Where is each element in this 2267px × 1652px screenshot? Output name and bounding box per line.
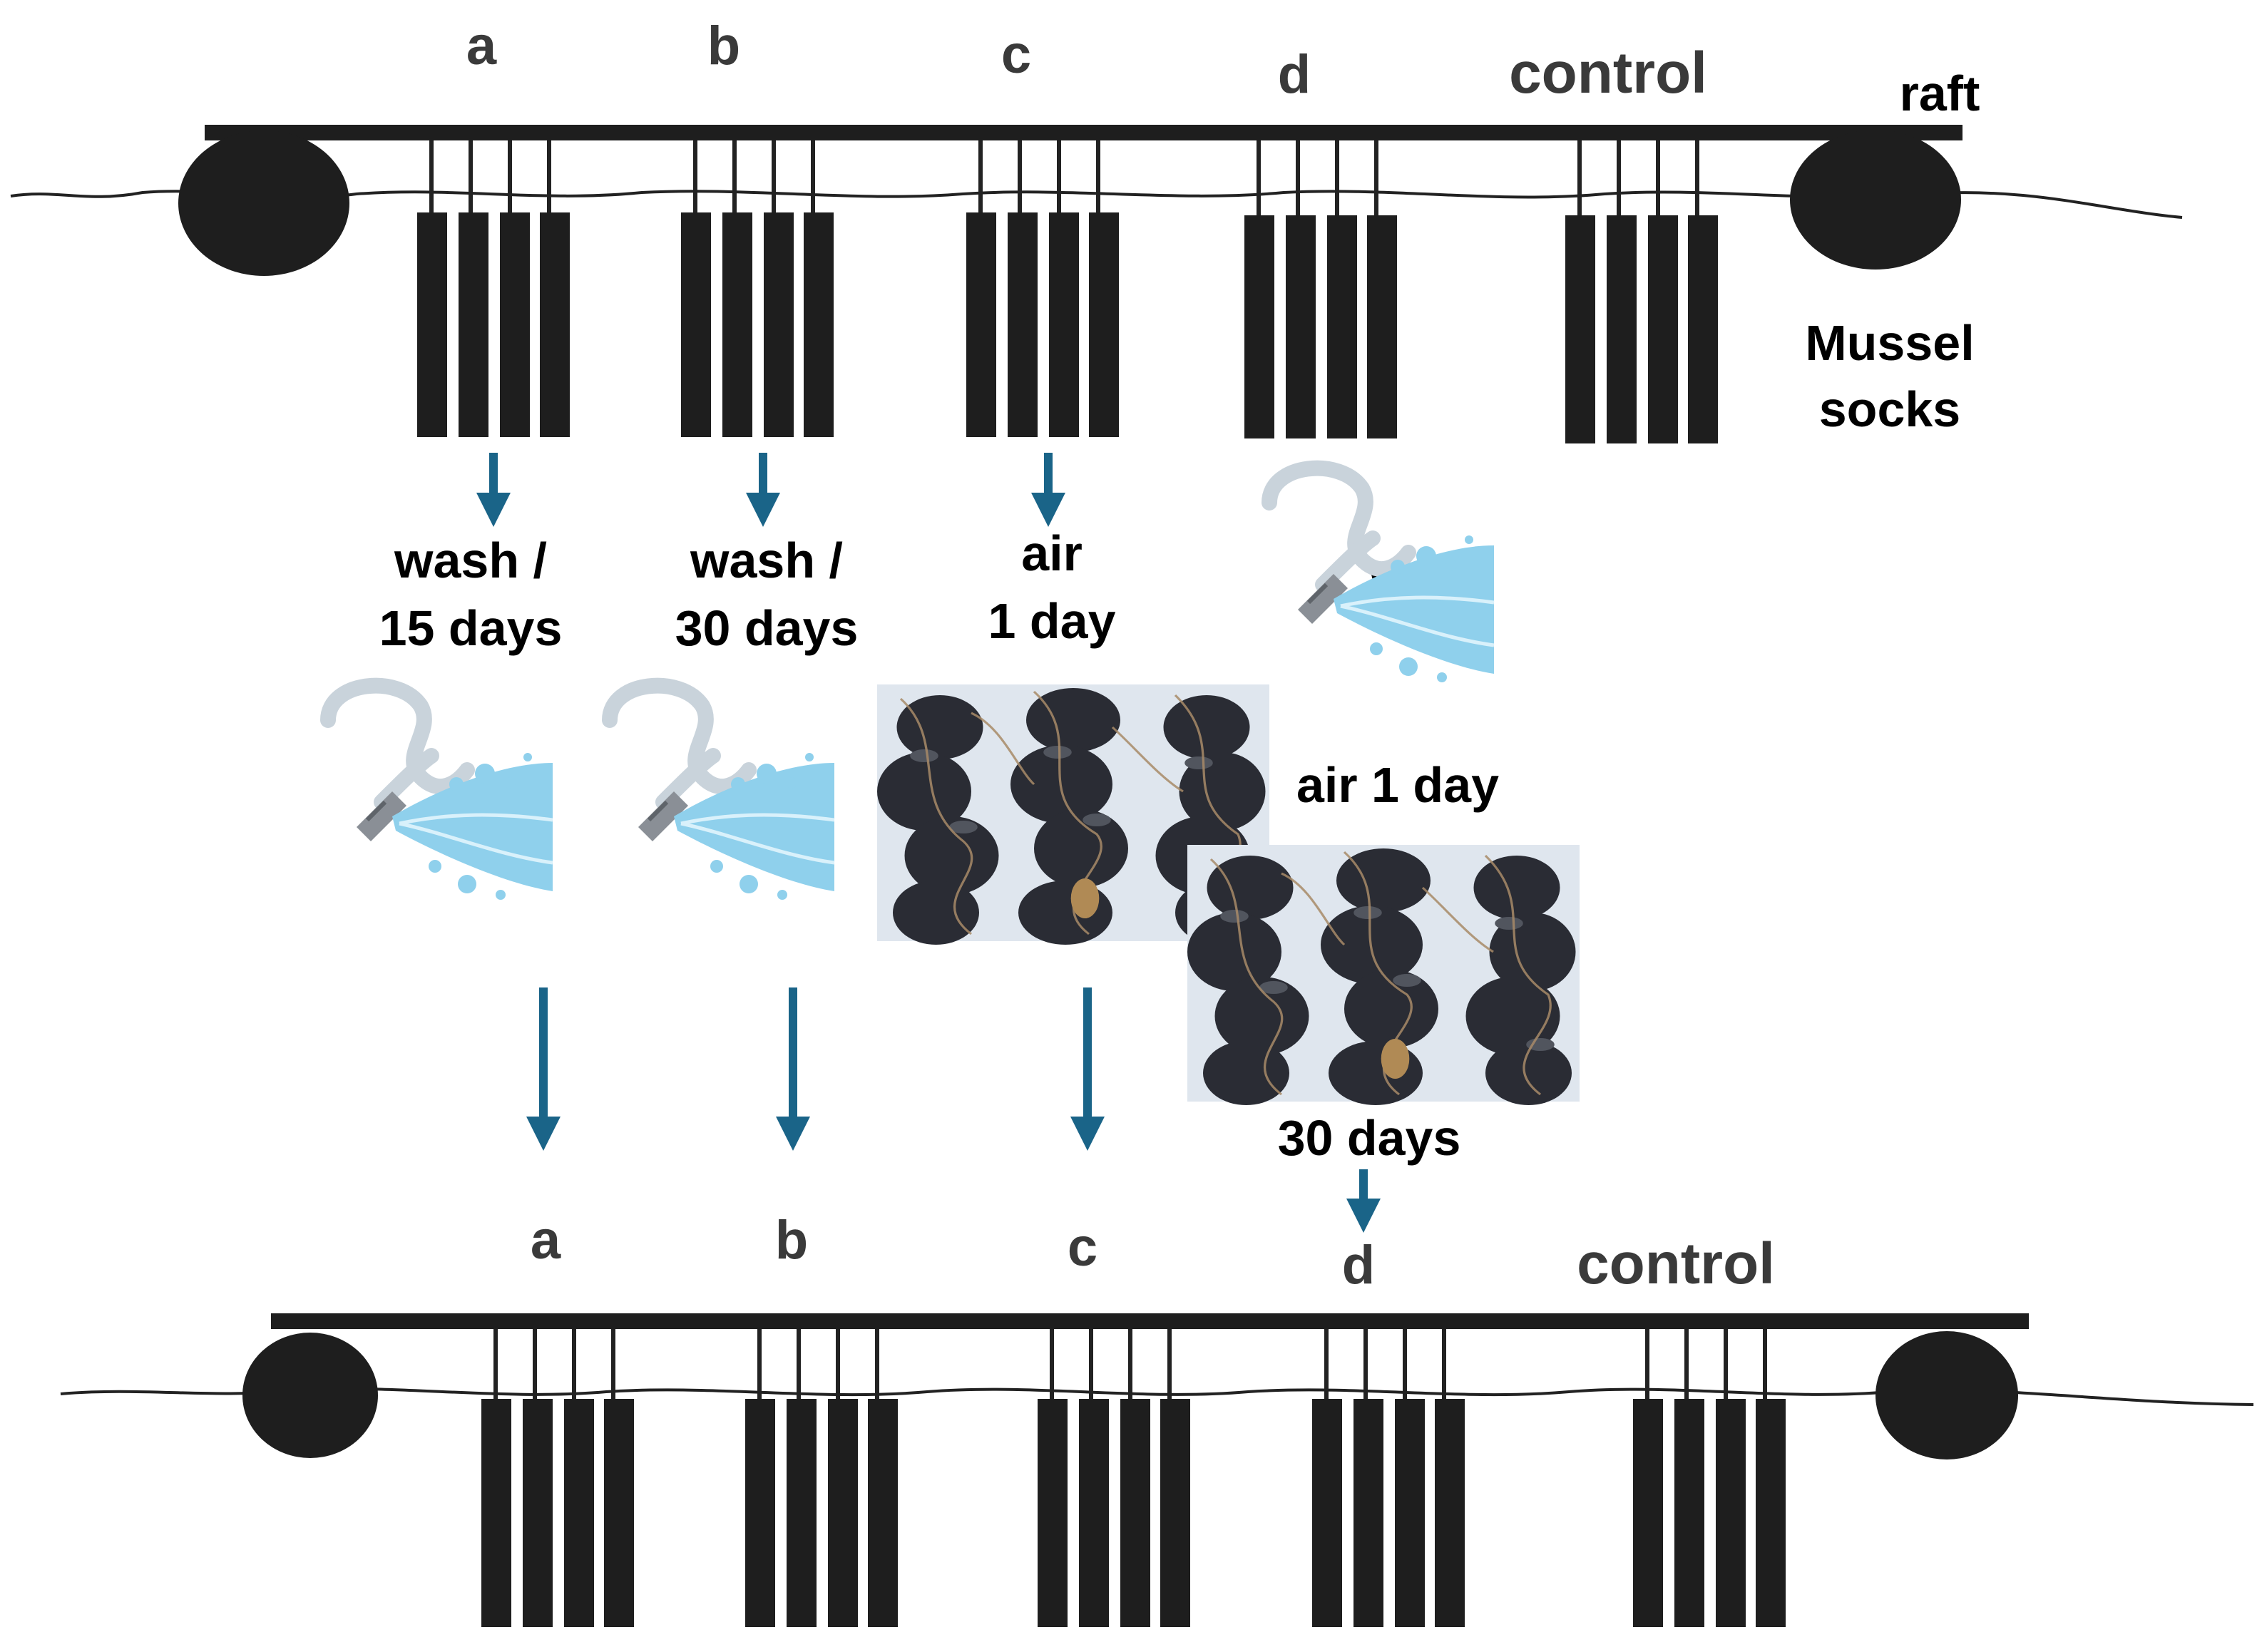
raft-platform-bottom bbox=[271, 1313, 2029, 1329]
water-line-bottom bbox=[60, 1387, 2254, 1406]
group-label-c-top: c bbox=[1001, 24, 1031, 85]
hose-spray-icon-d bbox=[1269, 468, 1494, 682]
treatment-c-line1: air bbox=[1021, 525, 1083, 581]
group-label-control-top: control bbox=[1509, 41, 1707, 106]
group-label-b-bottom: b bbox=[775, 1210, 808, 1271]
short-arrows bbox=[476, 453, 1065, 527]
sock-group-a-bottom bbox=[481, 1329, 634, 1627]
sock-group-c-bottom bbox=[1038, 1329, 1190, 1627]
sock-group-d-top bbox=[1244, 140, 1397, 438]
treatment-d-step2: air 1 day bbox=[1296, 757, 1499, 813]
sock-group-c-top bbox=[966, 140, 1119, 437]
float-right-top bbox=[1790, 130, 1961, 270]
float-right-bottom bbox=[1875, 1331, 2018, 1459]
long-arrows bbox=[526, 987, 1381, 1233]
raft-label: raft bbox=[1900, 66, 1980, 121]
sock-group-b-top bbox=[681, 140, 834, 437]
hose-spray-icon-b bbox=[610, 686, 834, 900]
group-label-d-bottom: d bbox=[1342, 1235, 1375, 1296]
sock-group-b-bottom bbox=[745, 1329, 898, 1627]
socks-label-line1: Mussel bbox=[1805, 315, 1974, 371]
treatment-b-line2: 30 days bbox=[675, 600, 859, 656]
mussel-photo-d bbox=[1186, 843, 1581, 1107]
group-label-b-top: b bbox=[707, 16, 740, 76]
bottom-raft: a b c d control bbox=[60, 1210, 2254, 1627]
float-left-bottom bbox=[242, 1333, 378, 1458]
raft-platform-top bbox=[205, 125, 1962, 140]
group-label-d-top: d bbox=[1278, 44, 1311, 105]
top-raft: a b c d control raft Mussel socks bbox=[10, 16, 2183, 443]
sock-group-control-top bbox=[1565, 140, 1718, 443]
socks-label-line2: socks bbox=[1819, 381, 1960, 437]
treatment-d-step3: 30 days bbox=[1278, 1110, 1461, 1166]
treatment-c-line2: 1 day bbox=[988, 593, 1116, 649]
group-label-a-top: a bbox=[466, 16, 497, 76]
treatment-a-line2: 15 days bbox=[379, 600, 563, 656]
sock-group-d-bottom bbox=[1312, 1329, 1465, 1627]
hose-spray-icon-a bbox=[328, 686, 553, 900]
float-left-top bbox=[178, 130, 349, 276]
sock-group-control-bottom bbox=[1633, 1329, 1786, 1627]
group-label-control-bottom: control bbox=[1577, 1231, 1775, 1296]
group-label-c-bottom: c bbox=[1068, 1217, 1097, 1278]
treatment-b-line1: wash / bbox=[690, 533, 843, 588]
treatment-a-line1: wash / bbox=[394, 533, 547, 588]
sock-group-a-top bbox=[417, 140, 570, 437]
group-label-a-bottom: a bbox=[531, 1210, 561, 1271]
